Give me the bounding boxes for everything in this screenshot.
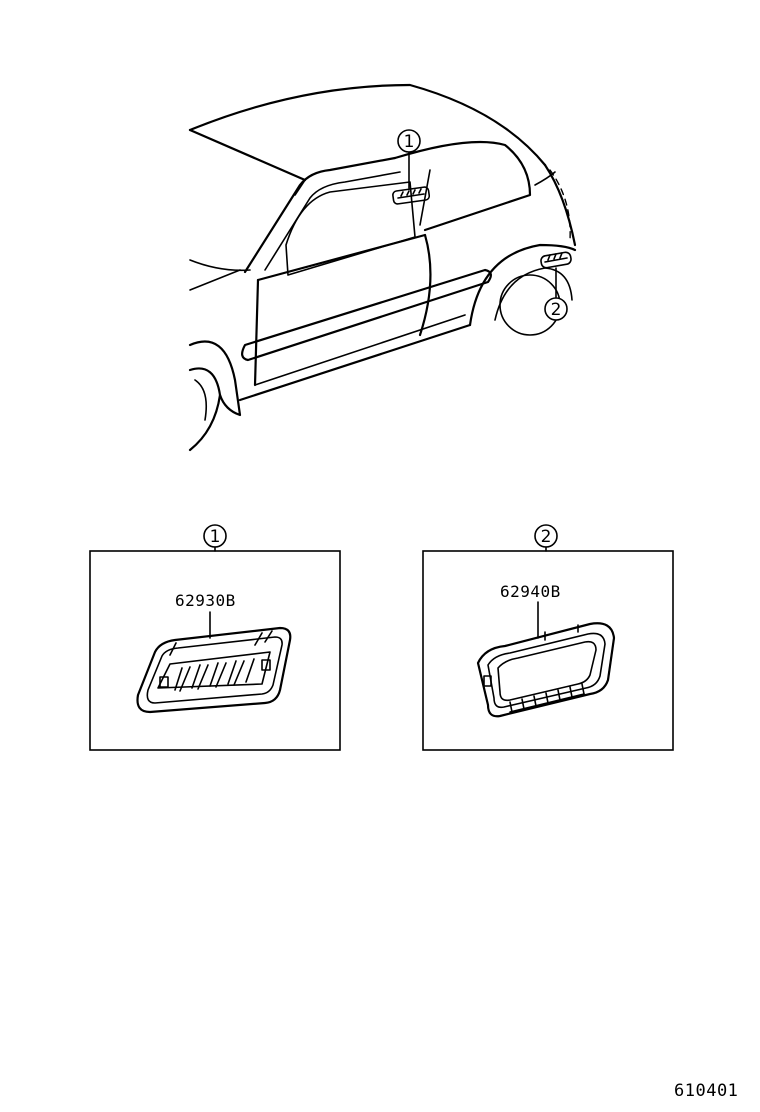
callout-2-panel-number: 2 [541,527,552,547]
vent-2-location [540,251,572,269]
callout-1-car: 1 [397,129,421,153]
part-2-panel: 2 62940B [422,524,674,751]
part-1-number: 62930B [175,591,236,610]
part-1-panel: 1 62930B [89,524,341,751]
part-2-number: 62940B [500,582,561,601]
vent-1-location [392,186,431,205]
diagram-code: 610401 [674,1081,738,1101]
callout-1-panel: 1 [203,524,227,548]
car-side-illustration [188,83,577,452]
callout-2-car: 2 [544,297,568,321]
callout-2-panel: 2 [534,524,558,548]
callout-1-car-number: 1 [404,132,415,152]
vent-1-drawing [136,626,292,714]
callout-1-panel-number: 1 [210,527,221,547]
vent-2-drawing [476,622,616,718]
callout-2-car-number: 2 [551,300,562,320]
part-1-frame [89,550,341,751]
part-2-frame [422,550,674,751]
